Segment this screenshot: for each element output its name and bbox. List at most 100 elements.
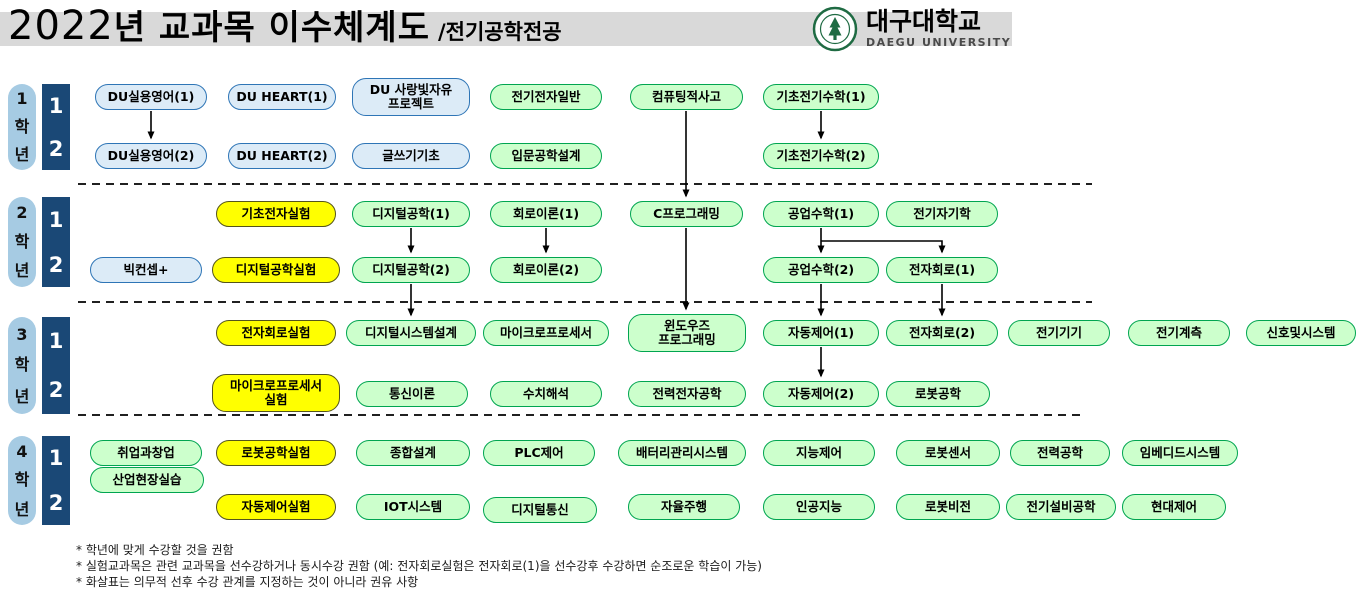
course-box: 전자회로(2) — [886, 320, 998, 346]
grade-char: 4 — [16, 441, 28, 461]
grade-char: 년 — [14, 261, 30, 281]
semester-number: 1 — [48, 329, 64, 354]
course-box: 자율주행 — [628, 494, 740, 520]
grade-char: 2 — [16, 202, 28, 222]
course-box: 취업과창업 — [90, 440, 202, 466]
course-box: DU HEART(2) — [228, 143, 336, 169]
year-2-block: 2 학 년 1 2 — [8, 197, 70, 287]
course-box: 디지털통신 — [483, 497, 597, 523]
course-box: 전력공학 — [1010, 440, 1110, 466]
university-emblem-icon — [812, 6, 858, 52]
page-title: 2022년 교과목 이수체계도/전기공학전공 — [8, 0, 562, 49]
university-name: 대구대학교 — [866, 7, 982, 37]
course-box: 로봇비전 — [896, 494, 1000, 520]
semester-number: 1 — [48, 207, 64, 232]
course-box: 전기자기학 — [886, 201, 998, 227]
course-box: 기초전기수학(2) — [763, 143, 879, 169]
year-3-semesters: 1 2 — [42, 317, 70, 414]
course-box: 빅컨셉+ — [90, 257, 202, 283]
course-box: 로봇센서 — [896, 440, 1000, 466]
course-box: 종합설계 — [356, 440, 470, 466]
course-box: 공업수학(2) — [763, 257, 879, 283]
grade-char: 학 — [14, 116, 30, 136]
course-box: 신호및시스템 — [1246, 320, 1356, 346]
semester-number: 2 — [48, 377, 64, 402]
year-2-semesters: 1 2 — [42, 197, 70, 287]
semester-number: 2 — [48, 252, 64, 277]
grade-char: 년 — [14, 386, 30, 406]
course-box: 자동제어실험 — [216, 494, 336, 520]
footnote: * 학년에 맞게 수강할 것을 권함 — [76, 543, 234, 557]
course-box: 산업현장실습 — [90, 467, 204, 493]
course-box: 전자회로실험 — [216, 320, 336, 346]
course-box: DU실용영어(2) — [95, 143, 207, 169]
grade-char: 학 — [14, 355, 30, 374]
course-box: 로봇공학실험 — [216, 440, 336, 466]
year-4-block: 4 학 년 1 2 — [8, 436, 70, 525]
course-box: 기초전기수학(1) — [763, 84, 879, 110]
course-box: 회로이론(2) — [490, 257, 602, 283]
university-logo: 대구대학교 DAEGU UNIVERSITY — [812, 6, 1011, 52]
semester-number: 2 — [48, 490, 64, 515]
course-box: 회로이론(1) — [490, 201, 602, 227]
grade-char: 학 — [14, 231, 30, 251]
course-box: DU 사랑빛자유 프로젝트 — [352, 78, 470, 116]
course-box: 디지털공학(2) — [352, 257, 470, 283]
footnote: * 실험교과목은 관련 교과목을 선수강하거나 동시수강 권함 (예: 전자회로… — [76, 559, 762, 573]
course-box: 전기설비공학 — [1006, 494, 1116, 520]
course-box: 전력전자공학 — [628, 381, 746, 407]
course-box: 글쓰기기초 — [352, 143, 470, 169]
course-box: 현대제어 — [1122, 494, 1226, 520]
course-box: 공업수학(1) — [763, 201, 879, 227]
course-box: 지능제어 — [763, 440, 875, 466]
year-4-semesters: 1 2 — [42, 436, 70, 525]
university-name-en: DAEGU UNIVERSITY — [866, 35, 1012, 49]
title-year: 2022 — [8, 3, 114, 49]
course-box: 디지털시스템설계 — [346, 320, 476, 346]
title-subtitle: /전기공학전공 — [438, 20, 562, 44]
course-box: 로봇공학 — [886, 381, 990, 407]
course-box: 배터리관리시스템 — [618, 440, 746, 466]
university-name-block: 대구대학교 DAEGU UNIVERSITY — [866, 7, 1012, 49]
course-box: 전기전자일반 — [490, 84, 602, 110]
semester-number: 2 — [48, 136, 64, 161]
course-box: 마이크로프로세서 — [483, 320, 609, 346]
course-box: DU실용영어(1) — [95, 84, 207, 110]
course-box: 윈도우즈 프로그래밍 — [628, 314, 746, 352]
year-4-label: 4 학 년 — [8, 436, 36, 525]
course-box: 전자회로(1) — [886, 257, 998, 283]
grade-char: 년 — [14, 499, 30, 519]
course-box: PLC제어 — [483, 440, 595, 466]
course-box: 입문공학설계 — [490, 143, 602, 169]
grade-char: 년 — [14, 145, 30, 165]
semester-number: 1 — [48, 93, 64, 118]
course-box: 임베디드시스템 — [1122, 440, 1238, 466]
year-3-block: 3 학 년 1 2 — [8, 317, 70, 414]
course-box: 기초전자실험 — [216, 201, 336, 227]
grade-char: 학 — [14, 470, 30, 489]
course-box: 전기기기 — [1008, 320, 1110, 346]
year-1-semesters: 1 2 — [42, 84, 70, 170]
course-box: 수치해석 — [490, 381, 602, 407]
course-box: 디지털공학(1) — [352, 201, 470, 227]
footnote: * 화살표는 의무적 선후 수강 관계를 지정하는 것이 아니라 권유 사항 — [76, 575, 419, 589]
course-box: 디지털공학실험 — [212, 257, 340, 283]
course-box: IOT시스템 — [356, 494, 470, 520]
course-box: C프로그래밍 — [630, 201, 743, 227]
title-main: 년 교과목 이수체계도 — [113, 8, 430, 48]
course-box: 마이크로프로세서 실험 — [212, 374, 340, 412]
semester-number: 1 — [48, 446, 64, 471]
grade-char: 1 — [16, 88, 28, 108]
course-box: DU HEART(1) — [228, 84, 336, 110]
course-box: 자동제어(1) — [763, 320, 879, 346]
course-box: 컴퓨팅적사고 — [630, 84, 743, 110]
year-2-label: 2 학 년 — [8, 197, 36, 287]
course-box: 전기계측 — [1128, 320, 1230, 346]
course-box: 통신이론 — [356, 381, 468, 407]
year-3-label: 3 학 년 — [8, 317, 36, 414]
grade-char: 3 — [16, 324, 28, 344]
year-1-block: 1 학 년 1 2 — [8, 84, 70, 170]
course-box: 인공지능 — [763, 494, 875, 520]
year-1-label: 1 학 년 — [8, 84, 36, 170]
